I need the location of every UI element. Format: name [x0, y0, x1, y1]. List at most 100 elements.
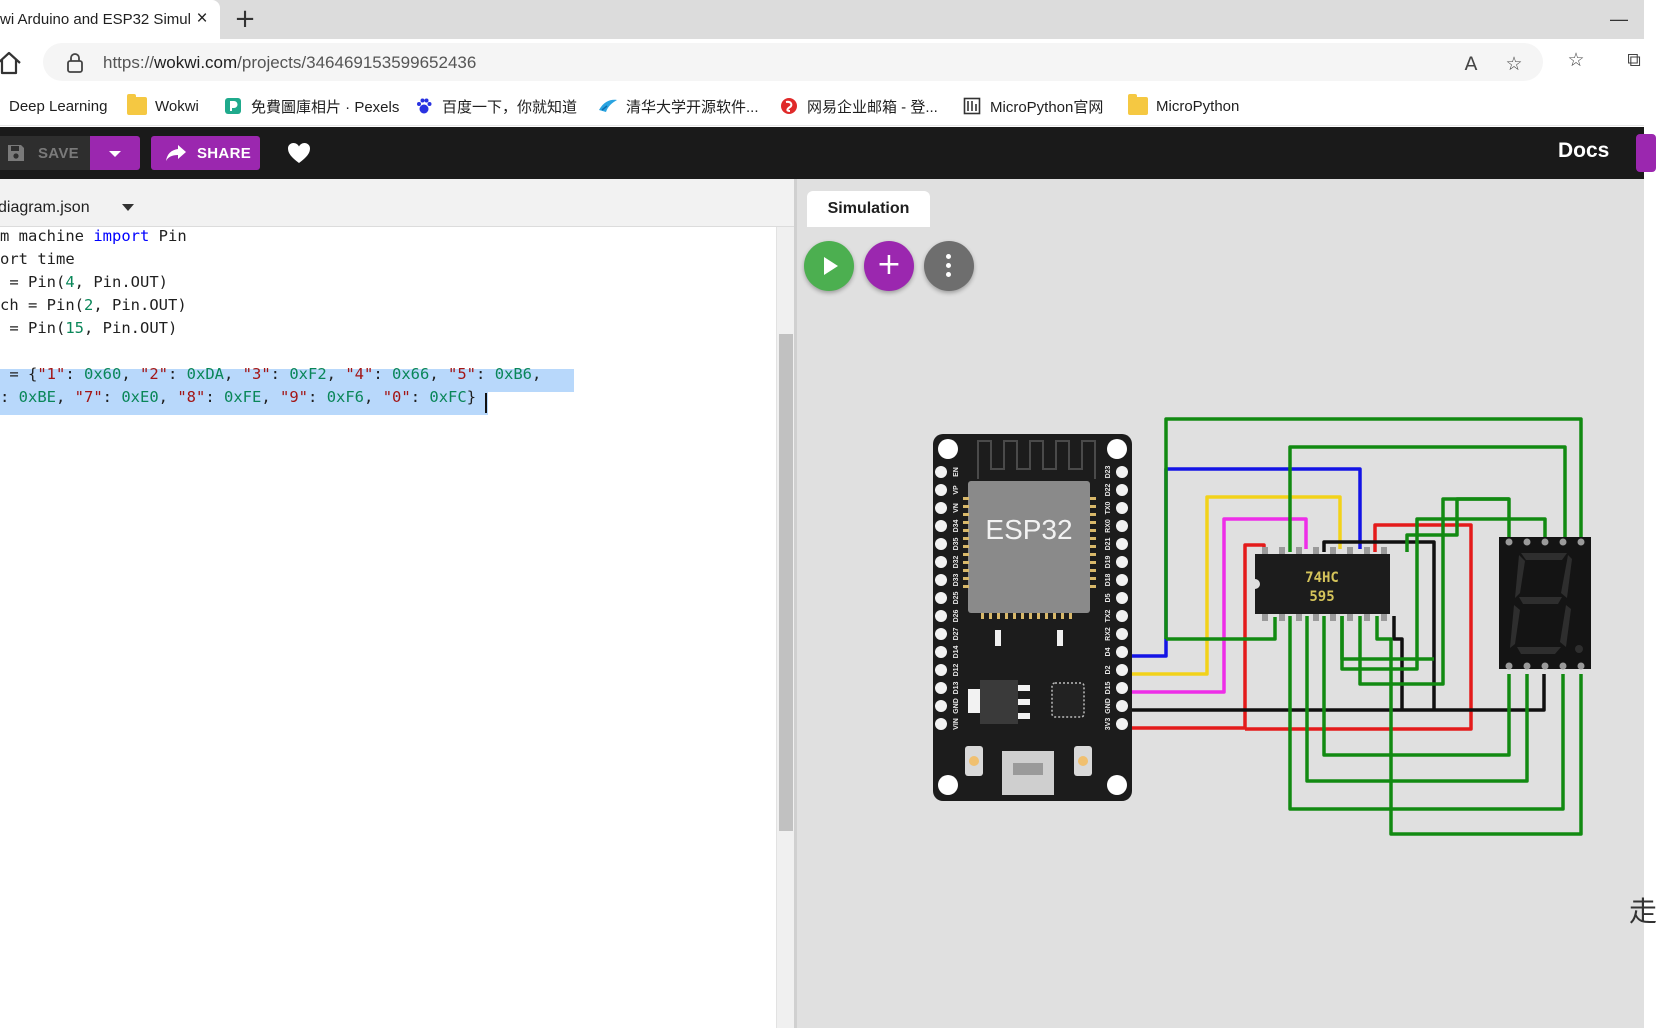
- bookmark-micropython-site[interactable]: MicroPython官网: [962, 94, 1103, 118]
- home-icon[interactable]: [0, 48, 24, 78]
- pin-hole[interactable]: [935, 466, 947, 478]
- favorites-icon[interactable]: ☆: [1567, 49, 1585, 71]
- pin-hole[interactable]: [1116, 556, 1128, 568]
- pin-hole[interactable]: [935, 718, 947, 730]
- pin-hole[interactable]: [935, 520, 947, 532]
- seven-segment-display[interactable]: [1499, 537, 1591, 670]
- wire-red-mr[interactable]: [1245, 523, 1473, 731]
- pin-hole[interactable]: [1116, 628, 1128, 640]
- start-simulation-button[interactable]: [804, 241, 854, 291]
- bookmark-baidu[interactable]: 百度一下，你就知道: [414, 94, 577, 118]
- pin-hole[interactable]: [1116, 520, 1128, 532]
- pin-label: D15: [1105, 681, 1112, 694]
- code-token: "7": [74, 388, 103, 406]
- lock-icon[interactable]: [65, 52, 85, 74]
- wire-yellow[interactable]: [1119, 495, 1342, 676]
- wire-green-q0[interactable]: [1340, 517, 1547, 671]
- pin-hole[interactable]: [1116, 718, 1128, 730]
- bookmark-netease[interactable]: 网易企业邮箱 - 登...: [779, 94, 938, 118]
- shift-register-74hc595[interactable]: 74HC 595: [1250, 547, 1390, 621]
- pin-hole[interactable]: [935, 664, 947, 676]
- pin-hole[interactable]: [935, 574, 947, 586]
- add-part-button[interactable]: +: [864, 241, 914, 291]
- pin-hole[interactable]: [1116, 502, 1128, 514]
- circuit-canvas[interactable]: ESP32 ENVPVND34D35D32D33D25D26D27D14D12D…: [797, 179, 1644, 1028]
- pin-hole[interactable]: [1116, 646, 1128, 658]
- pin-hole[interactable]: [1116, 664, 1128, 676]
- heart-icon[interactable]: [286, 140, 312, 166]
- add-favorite-icon[interactable]: ☆: [1505, 53, 1523, 75]
- bookmark-deep-learning[interactable]: Deep Learning: [9, 94, 107, 118]
- bookmark-micropython-folder[interactable]: MicroPython: [1128, 94, 1239, 118]
- pin-hole[interactable]: [1116, 610, 1128, 622]
- tab-menu-dropdown[interactable]: [120, 201, 136, 215]
- wire-black-oe[interactable]: [1392, 616, 1404, 710]
- wire-red-power[interactable]: [1119, 543, 1266, 730]
- code-line[interactable]: ch = Pin(2, Pin.OUT): [0, 294, 187, 317]
- file-tab-diagram-json[interactable]: diagram.json: [0, 199, 90, 216]
- bookmark-tsinghua[interactable]: 清华大学开源软件...: [598, 94, 759, 118]
- wire-green-q4[interactable]: [1322, 616, 1511, 757]
- pin-hole[interactable]: [1116, 538, 1128, 550]
- browser-tab[interactable]: wi Arduino and ESP32 Simul ×: [0, 0, 220, 39]
- pin-hole[interactable]: [935, 484, 947, 496]
- wire-black-gnd[interactable]: [1322, 540, 1436, 710]
- collections-icon[interactable]: ⧉: [1627, 49, 1641, 71]
- minimize-window-icon[interactable]: —: [1610, 9, 1628, 29]
- wire-magenta[interactable]: [1119, 517, 1308, 694]
- wire-green-q1[interactable]: [1288, 445, 1567, 552]
- url-text[interactable]: https://wokwi.com/projects/3464691535996…: [103, 53, 476, 73]
- bookmark-pexels[interactable]: 免費圖庫相片 · Pexels: [223, 94, 399, 118]
- pin-hole[interactable]: [935, 556, 947, 568]
- new-tab-icon[interactable]: +: [234, 4, 256, 34]
- code-line[interactable]: = Pin(4, Pin.OUT): [0, 271, 168, 294]
- save-options-dropdown[interactable]: [90, 136, 140, 170]
- docs-link[interactable]: Docs: [1558, 139, 1610, 162]
- close-tab-icon[interactable]: ×: [196, 8, 208, 29]
- wire-green-ds[interactable]: [1405, 497, 1509, 552]
- pin-hole[interactable]: [1116, 484, 1128, 496]
- pin-hole[interactable]: [935, 502, 947, 514]
- pin-hole[interactable]: [935, 682, 947, 694]
- pin-hole[interactable]: [1116, 466, 1128, 478]
- bookmark-wokwi[interactable]: Wokwi: [127, 94, 199, 118]
- pin-hole[interactable]: [1116, 574, 1128, 586]
- scrollbar-thumb[interactable]: [779, 334, 793, 831]
- code-line[interactable]: ort time: [0, 248, 75, 271]
- pin-hole[interactable]: [935, 592, 947, 604]
- pin-hole[interactable]: [1116, 700, 1128, 712]
- pin-hole[interactable]: [935, 646, 947, 658]
- pin-hole[interactable]: [935, 700, 947, 712]
- editor-scrollbar[interactable]: [776, 227, 794, 1028]
- pin-label: D35: [953, 537, 960, 550]
- pin-hole[interactable]: [935, 538, 947, 550]
- wire-green-q2[interactable]: [1288, 616, 1565, 811]
- selection-highlight: [0, 392, 488, 415]
- wire-green-long[interactable]: [1164, 417, 1583, 641]
- wire-green-q7[interactable]: [1358, 497, 1511, 686]
- address-bar[interactable]: https://wokwi.com/projects/3464691535996…: [43, 43, 1543, 81]
- more-options-button[interactable]: [924, 241, 974, 291]
- pane-splitter[interactable]: [794, 179, 797, 1028]
- pin-label: D4: [1105, 647, 1112, 656]
- code-line[interactable]: : 0xBE, "7": 0xE0, "8": 0xFE, "9": 0xF6,…: [0, 386, 476, 409]
- save-button[interactable]: SAVE: [0, 136, 90, 170]
- share-button[interactable]: SHARE: [151, 136, 260, 170]
- esp32-board[interactable]: ESP32: [933, 434, 1132, 801]
- pin-hole[interactable]: [1116, 592, 1128, 604]
- wire-black-display-gnd[interactable]: [1119, 674, 1546, 712]
- pin-hole[interactable]: [935, 610, 947, 622]
- pin-hole[interactable]: [1116, 682, 1128, 694]
- user-menu-button[interactable]: [1636, 134, 1656, 172]
- tab-simulation[interactable]: Simulation: [807, 191, 930, 227]
- wire-green-q6[interactable]: [1375, 616, 1583, 836]
- read-aloud-icon[interactable]: A: [1464, 53, 1478, 75]
- code-line[interactable]: = {"1": 0x60, "2": 0xDA, "3": 0xF2, "4":…: [0, 363, 541, 386]
- code-line[interactable]: = Pin(15, Pin.OUT): [0, 317, 177, 340]
- wire-green-q3[interactable]: [1305, 616, 1529, 783]
- code-line[interactable]: m machine import Pin: [0, 225, 187, 248]
- editor-tab-bar: diagram.json: [0, 179, 794, 227]
- esp32-pin-header[interactable]: ENVPVND34D35D32D33D25D26D27D14D12D13GNDV…: [935, 465, 1128, 730]
- pin-hole[interactable]: [935, 628, 947, 640]
